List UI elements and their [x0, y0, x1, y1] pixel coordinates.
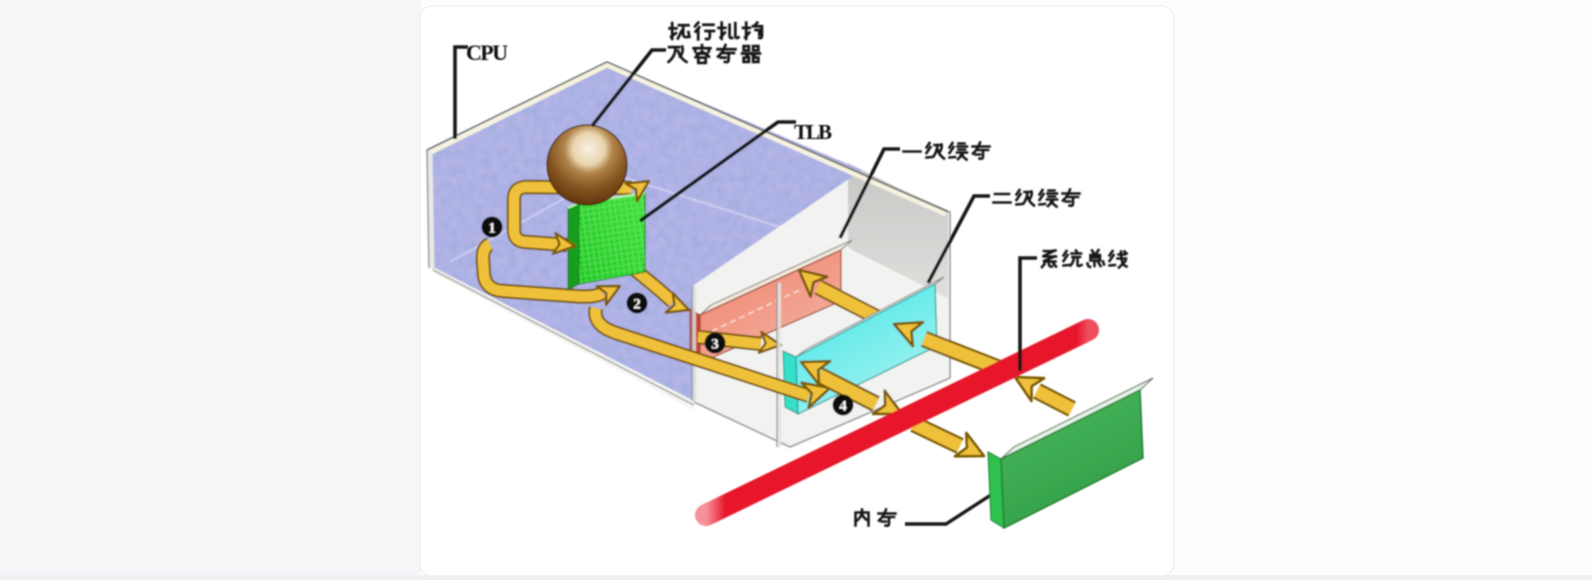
svg-text:CPU: CPU — [466, 40, 508, 65]
svg-text:1: 1 — [488, 221, 496, 237]
svg-text:TLB: TLB — [794, 120, 832, 144]
svg-text:4: 4 — [839, 399, 847, 415]
svg-text:3: 3 — [711, 337, 719, 353]
svg-text:2: 2 — [633, 297, 641, 313]
